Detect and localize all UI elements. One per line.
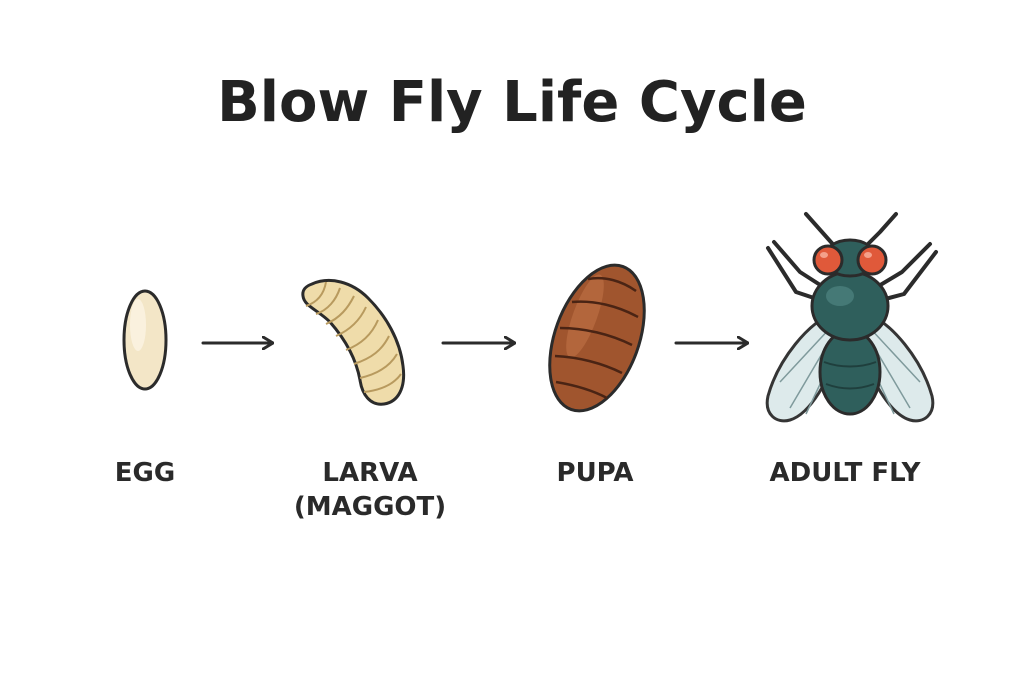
egg-icon bbox=[122, 289, 168, 391]
diagram-title: Blow Fly Life Cycle bbox=[217, 70, 807, 135]
larva-icon bbox=[301, 279, 406, 406]
stage-label-adult-fly: ADULT FLY bbox=[769, 458, 921, 488]
stage-label-pupa: PUPA bbox=[556, 458, 634, 488]
adult-fly-icon bbox=[765, 212, 938, 423]
stage-label-larva: LARVA (MAGGOT) bbox=[293, 458, 447, 522]
stage-label-egg: EGG bbox=[114, 458, 176, 488]
pupa-icon bbox=[548, 263, 646, 413]
